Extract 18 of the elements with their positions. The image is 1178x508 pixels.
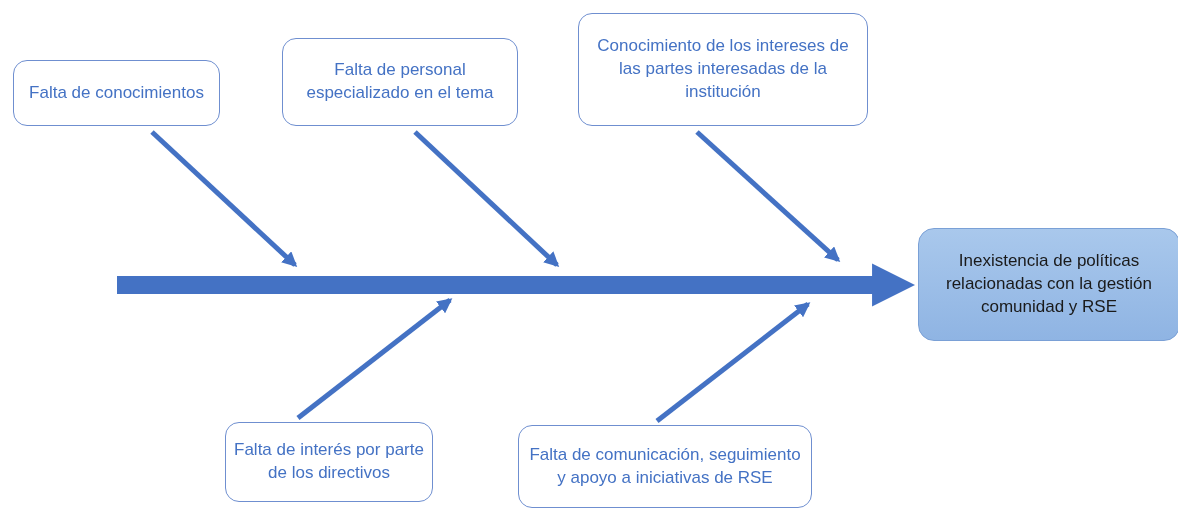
cause-box [282, 38, 518, 126]
arrow [695, 130, 841, 262]
node-text: Conocimiento de los intereses de las partes interesadas de la institución [596, 35, 850, 103]
cause-box [518, 425, 812, 508]
node-text: Inexistencia de políticas relacionadas con la gestión comunidad y RSE [945, 250, 1153, 318]
arrow [655, 302, 811, 423]
effect-box [918, 228, 1178, 341]
arrow [296, 298, 453, 420]
node-text: Falta de conocimientos [29, 81, 204, 104]
cause-box [225, 422, 433, 502]
spine-arrow [117, 263, 916, 307]
arrow [150, 130, 298, 268]
node-text: Falta de personal especializado en el tema [305, 59, 495, 104]
node-text: Falta de comunicación, seguimiento y apoyo a iniciativas de RSE [528, 443, 802, 489]
cause-box [578, 13, 868, 126]
node-text: Falta de interés por parte de los directivos [234, 439, 424, 484]
cause-box [13, 60, 220, 126]
arrow [413, 130, 560, 268]
